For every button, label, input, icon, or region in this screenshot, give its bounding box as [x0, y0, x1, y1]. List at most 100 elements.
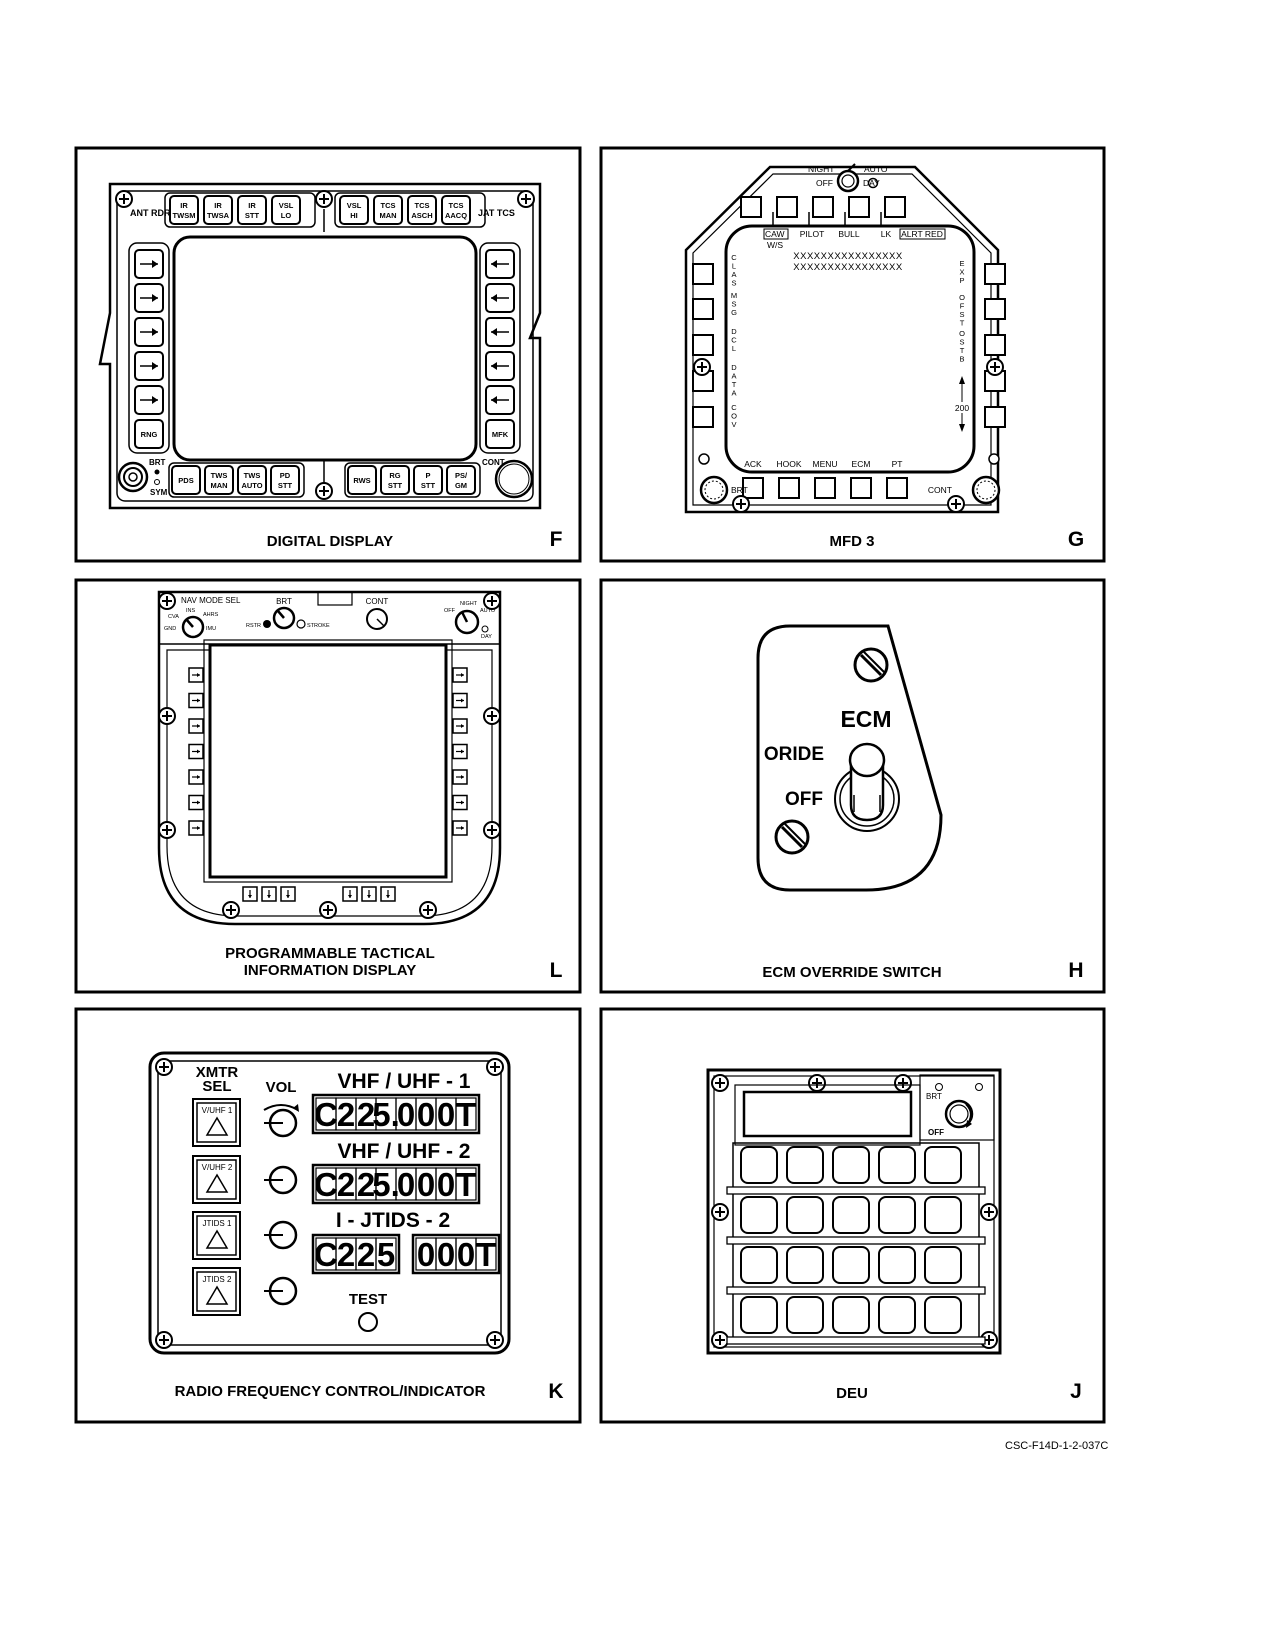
j-key-r2-c5[interactable]	[924, 1196, 962, 1234]
f-left-button-4[interactable]	[134, 351, 164, 381]
l-left-button-4[interactable]	[188, 743, 204, 760]
j-key-r3-c5[interactable]	[924, 1246, 962, 1284]
f-left-button-6[interactable]: RNG	[134, 419, 164, 449]
l-right-button-3[interactable]	[452, 718, 468, 734]
l-right-button-2[interactable]	[452, 692, 468, 709]
l-right-button-7[interactable]	[452, 820, 468, 836]
j-key-r1-c3[interactable]	[832, 1146, 870, 1184]
l-nav-mode-knob[interactable]	[181, 615, 205, 639]
l-bottom-button-4[interactable]	[342, 886, 358, 902]
j-key-r1-c5[interactable]	[924, 1146, 962, 1184]
l-cont-knob[interactable]	[366, 608, 388, 630]
l-left-button-6[interactable]	[188, 794, 204, 811]
l-left-button-3[interactable]	[188, 718, 204, 734]
f-right-button-3[interactable]	[485, 317, 515, 347]
g-left-button-3[interactable]	[692, 334, 714, 356]
l-bottom-button-1[interactable]	[242, 886, 258, 902]
f-right-button-1[interactable]	[485, 249, 515, 279]
g-bottom-button-4[interactable]: ECM	[850, 459, 872, 499]
k-volume-knob-4[interactable]	[264, 1276, 298, 1306]
f-cont-knob[interactable]	[494, 459, 534, 499]
j-key-r2-c2[interactable]	[786, 1196, 824, 1234]
g-brt-knob[interactable]	[699, 475, 729, 505]
j-key-r4-c3[interactable]	[832, 1296, 870, 1334]
l-bottom-button-6[interactable]	[380, 886, 396, 902]
f-left-button-5[interactable]	[134, 385, 164, 415]
g-left-button-2[interactable]	[692, 298, 714, 320]
g-left-button-1[interactable]	[692, 263, 714, 285]
j-key-r4-c4[interactable]	[878, 1296, 916, 1334]
g-bottom-button-3[interactable]: MENU	[812, 459, 838, 499]
g-bottom-button-2[interactable]: HOOK	[776, 459, 802, 499]
j-key-r1-c4[interactable]	[878, 1146, 916, 1184]
k-select-button-2[interactable]: V/UHF 2	[192, 1155, 241, 1204]
j-key-r3-c2[interactable]	[786, 1246, 824, 1284]
j-brt-knob[interactable]	[944, 1099, 974, 1129]
l-right-button-5[interactable]	[452, 769, 468, 785]
k-select-button-1[interactable]: V/UHF 1	[192, 1098, 241, 1147]
f-right-button-6[interactable]: MFK	[485, 419, 515, 449]
g-right-button-1[interactable]	[984, 263, 1006, 285]
f-bottom-left-button-1[interactable]: PDS	[171, 465, 201, 495]
f-right-button-5[interactable]	[485, 385, 515, 415]
g-top-button-5[interactable]	[880, 196, 906, 226]
f-right-button-2[interactable]	[485, 283, 515, 313]
l-brt-knob[interactable]	[272, 606, 296, 630]
l-left-button-1[interactable]	[188, 667, 204, 683]
l-left-button-5[interactable]	[188, 769, 204, 785]
l-mode-knob[interactable]	[454, 609, 480, 635]
g-right-button-5[interactable]	[984, 406, 1006, 428]
g-bottom-button-5[interactable]: PT	[886, 459, 908, 499]
l-bottom-button-5[interactable]	[361, 886, 377, 902]
k-volume-knob-3[interactable]	[264, 1220, 298, 1250]
f-brt-knob[interactable]	[117, 461, 149, 493]
k-select-button-4[interactable]: JTIDS 2	[192, 1267, 241, 1316]
g-left-button-5[interactable]	[692, 406, 714, 428]
j-key-r4-c5[interactable]	[924, 1296, 962, 1334]
g-right-button-3[interactable]	[984, 334, 1006, 356]
g-cont-knob[interactable]	[971, 475, 1001, 505]
h-ecm-toggle-switch[interactable]	[834, 742, 900, 832]
g-top-button-1[interactable]	[740, 196, 762, 218]
f-bottom-right-button-1[interactable]: RWS	[347, 465, 377, 495]
j-key-r4-c1[interactable]	[740, 1296, 778, 1334]
g-top-button-3[interactable]	[808, 196, 834, 226]
k-volume-knob-2[interactable]	[264, 1165, 298, 1195]
g-right-button-2[interactable]	[984, 298, 1006, 320]
j-key-r3-c1[interactable]	[740, 1246, 778, 1284]
f-left-button-1[interactable]	[134, 249, 164, 279]
l-left-button-7[interactable]	[188, 820, 204, 836]
f-bottom-right-button-4[interactable]: PS/GM	[446, 465, 476, 495]
f-left-button-2[interactable]	[134, 283, 164, 313]
j-key-r2-c3[interactable]	[832, 1196, 870, 1234]
k-test-button[interactable]	[358, 1312, 378, 1332]
l-bottom-button-3[interactable]	[280, 886, 296, 902]
k-select-button-3[interactable]: JTIDS 1	[192, 1211, 241, 1260]
g-brightness-knob[interactable]	[836, 163, 860, 193]
j-key-r4-c2[interactable]	[786, 1296, 824, 1334]
j-key-r3-c3[interactable]	[832, 1246, 870, 1284]
g-top-button-2[interactable]	[772, 196, 798, 226]
l-left-button-2[interactable]	[188, 692, 204, 709]
j-key-r2-c1[interactable]	[740, 1196, 778, 1234]
l-bottom-button-2[interactable]	[261, 886, 277, 902]
l-right-button-4[interactable]	[452, 743, 468, 760]
j-key-r2-c4[interactable]	[878, 1196, 916, 1234]
g-bottom-button-1[interactable]: ACK	[742, 459, 764, 499]
l-right-button-6[interactable]	[452, 794, 468, 811]
f-right-button-4[interactable]	[485, 351, 515, 381]
k-volume-knob-1[interactable]	[264, 1108, 298, 1138]
